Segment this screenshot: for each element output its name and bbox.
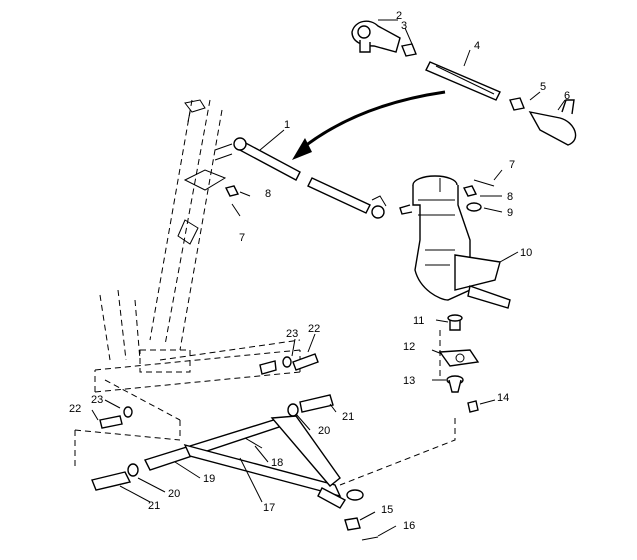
callout-18: 18 bbox=[271, 457, 283, 469]
callout-8-left: 8 bbox=[265, 188, 271, 200]
assembly-arrow bbox=[292, 90, 446, 160]
tie-rod bbox=[233, 137, 387, 219]
callout-labels: 1 2 3 4 5 6 7 8 9 10 8 7 11 12 13 14 23 … bbox=[69, 10, 570, 532]
callout-1: 1 bbox=[284, 119, 290, 131]
callout-8: 8 bbox=[507, 191, 513, 203]
callout-17: 17 bbox=[263, 502, 275, 514]
callout-19: 19 bbox=[203, 473, 215, 485]
bushings-bolts bbox=[91, 353, 334, 491]
frame-outline bbox=[74, 99, 301, 470]
cotter-nut-washer-right bbox=[462, 179, 495, 212]
callout-7: 7 bbox=[509, 159, 515, 171]
callout-4: 4 bbox=[474, 40, 480, 52]
tie-rod-end-assembly bbox=[351, 20, 577, 146]
castle-nut-cotter-bottom bbox=[344, 517, 379, 541]
leader-lines bbox=[91, 19, 566, 537]
callout-20-right: 20 bbox=[318, 425, 330, 437]
callout-23-right: 23 bbox=[286, 328, 298, 340]
callout-21-right: 21 bbox=[342, 411, 354, 423]
callout-9: 9 bbox=[507, 207, 513, 219]
ball-joint bbox=[438, 314, 480, 413]
callout-12: 12 bbox=[403, 341, 415, 353]
callout-16: 16 bbox=[403, 520, 415, 532]
callout-3: 3 bbox=[401, 20, 407, 32]
callout-11: 11 bbox=[413, 315, 424, 327]
callout-5: 5 bbox=[540, 81, 546, 93]
callout-2: 2 bbox=[396, 10, 402, 22]
callout-7-left: 7 bbox=[239, 232, 245, 244]
callout-23-left: 23 bbox=[91, 394, 103, 406]
callout-20-left: 20 bbox=[168, 488, 180, 500]
callout-22-left: 22 bbox=[69, 403, 81, 415]
callout-21-left: 21 bbox=[148, 500, 160, 512]
a-arm bbox=[144, 415, 364, 509]
callout-10: 10 bbox=[520, 247, 532, 259]
callout-6: 6 bbox=[564, 90, 570, 102]
callout-14: 14 bbox=[497, 392, 509, 404]
steering-column bbox=[177, 99, 206, 245]
callout-13: 13 bbox=[403, 375, 415, 387]
spindle-knuckle bbox=[399, 175, 511, 309]
callout-22-right: 22 bbox=[308, 323, 320, 335]
assembly-dash-lines bbox=[339, 330, 456, 486]
callout-15: 15 bbox=[381, 504, 393, 516]
cotter-nut-left bbox=[224, 185, 241, 217]
